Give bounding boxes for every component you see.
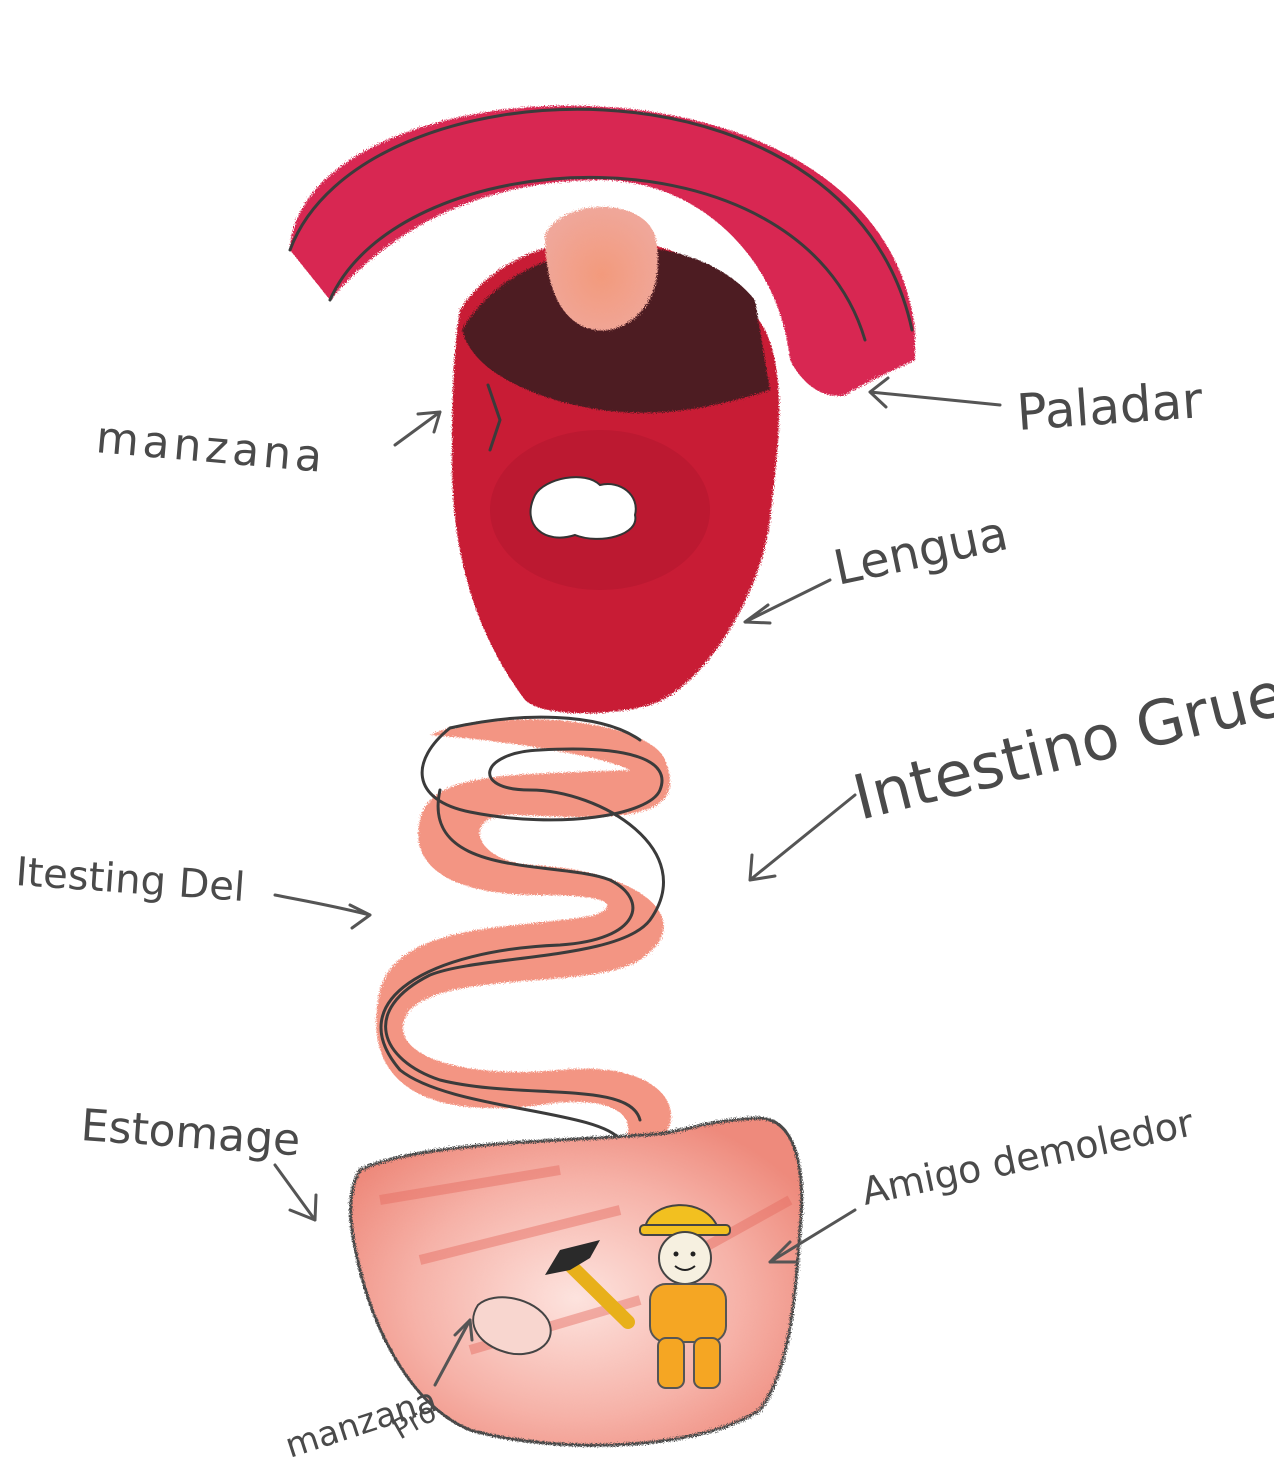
mouth <box>452 207 779 713</box>
arrow-stomach <box>275 1165 316 1220</box>
label-friend: Amigo demoledor <box>858 1100 1198 1213</box>
arrow-tongue <box>745 580 830 623</box>
label-stomach: Estomage <box>79 1100 302 1166</box>
label-apple-top: manzana <box>94 412 328 483</box>
label-palate: Paladar <box>1015 371 1205 442</box>
label-large-intestine: Intestino Grueso <box>846 640 1274 835</box>
apple-piece-mouth <box>531 477 636 539</box>
arrow-apple-top <box>395 412 440 445</box>
arrow-small-intestine <box>275 895 370 928</box>
arrow-large-intestine <box>750 795 855 880</box>
label-small-intestine: Itesting Del <box>14 849 246 911</box>
intestine <box>376 717 671 1140</box>
label-tongue: Lengua <box>829 505 1013 596</box>
arrow-palate <box>870 378 1000 407</box>
